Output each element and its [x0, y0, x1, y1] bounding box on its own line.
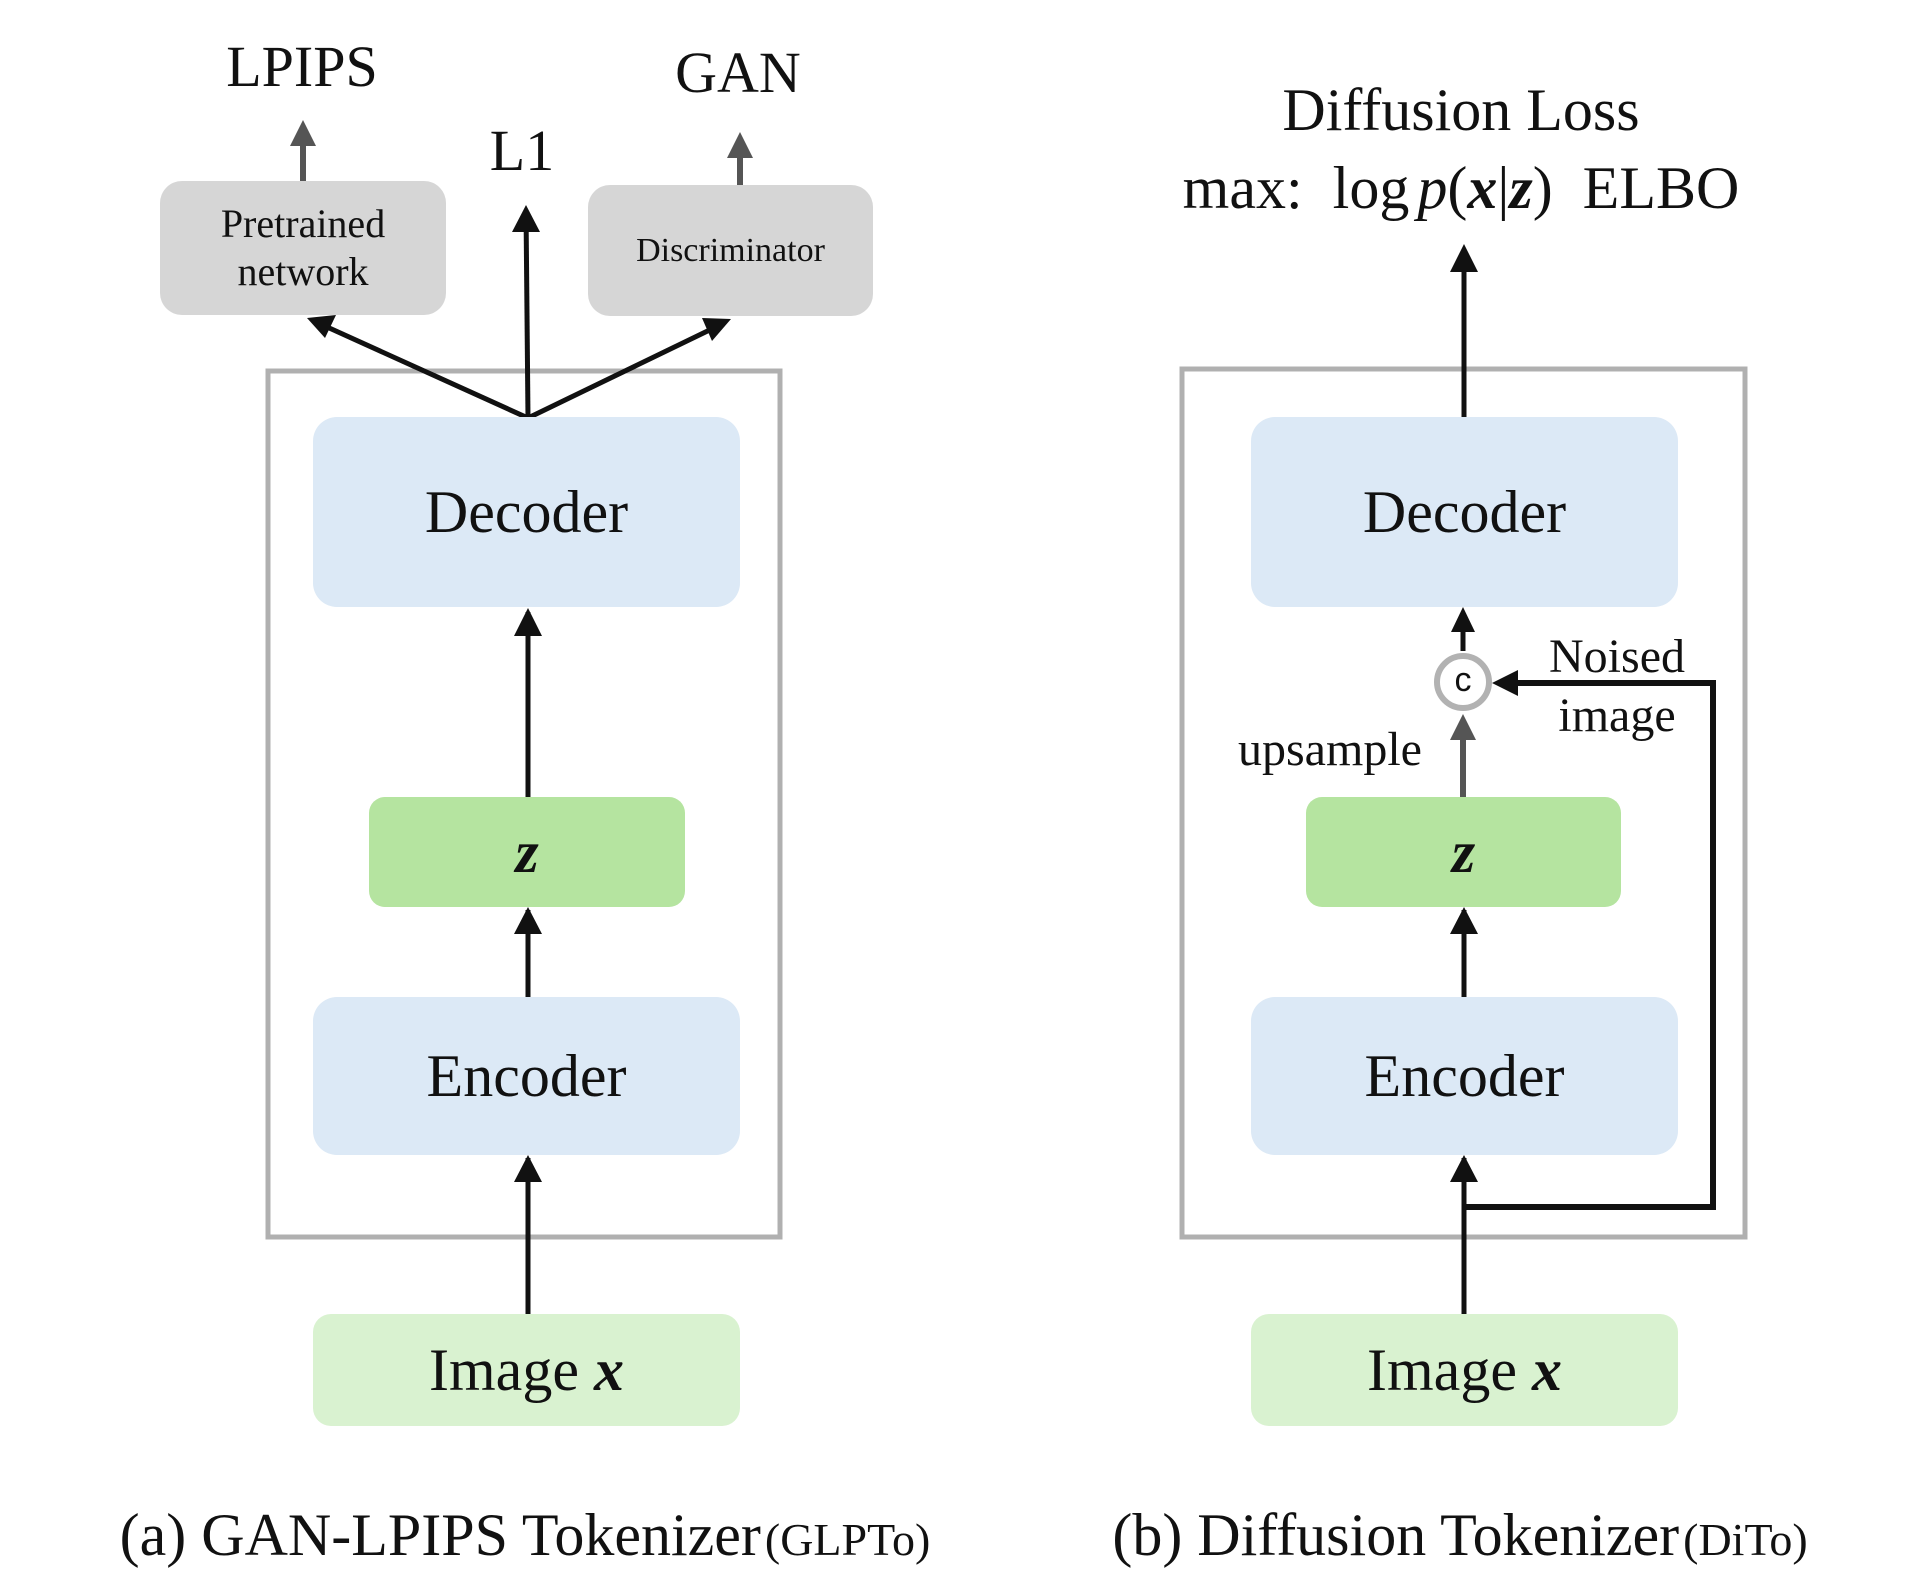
objective-log: log [1332, 155, 1410, 221]
diffusion-loss-title: Diffusion Loss [1282, 77, 1640, 143]
latent-label-a: z [515, 818, 539, 885]
arrowhead-image-to-encoder-a [514, 1155, 542, 1182]
decoder-box-b: Decoder [1251, 417, 1678, 607]
image-input-label-a: Image [429, 1336, 579, 1403]
decoder-label-a: Decoder [424, 478, 629, 545]
arrowhead-pretrained [307, 315, 336, 338]
objective-close: ) [1532, 155, 1553, 221]
arrowhead-image-to-encoder-b [1450, 1155, 1478, 1182]
arrowhead-encoder-to-latent-a [514, 907, 542, 934]
arrowhead-l1 [512, 205, 540, 232]
caption-b-main: (b) Diffusion Tokenizer [1112, 1502, 1680, 1568]
objective-open: ( [1447, 155, 1468, 221]
objective-x: x [1467, 155, 1498, 221]
decoder-label-b: Decoder [1362, 478, 1567, 545]
encoder-label-a: Encoder [426, 1042, 627, 1109]
caption-a-main: (a) GAN-LPIPS Tokenizer [119, 1502, 761, 1568]
encoder-label-b: Encoder [1364, 1042, 1565, 1109]
arrow-noised-image-path [1464, 680, 1716, 1210]
arrowhead-diffusion-loss [1450, 244, 1478, 272]
arrowhead-upsample [1450, 714, 1476, 740]
discriminator-label: Discriminator [636, 231, 825, 269]
panel-b-arrows [1450, 244, 1716, 1314]
caption-a: (a) GAN-LPIPS Tokenizer (GLPTo) [120, 1505, 931, 1565]
pretrained-network-box: Pretrained network [160, 181, 446, 315]
noised-image-label: Noised image [1549, 628, 1685, 745]
objective-bar: | [1497, 155, 1510, 221]
encoder-box-b: Encoder [1251, 997, 1678, 1155]
concat-symbol: c [1454, 660, 1472, 699]
latent-label-b: z [1451, 818, 1476, 885]
arrow-decoder-to-pretrained [314, 319, 530, 421]
caption-b-abbr: (DiTo) [1683, 1514, 1808, 1565]
arrow-decoder-to-l1 [523, 209, 531, 419]
image-input-box-b: Image x [1251, 1314, 1678, 1426]
loss-lpips-label: LPIPS [226, 34, 378, 99]
arrowhead-encoder-to-latent-b [1450, 907, 1478, 934]
objective-prefix: max: [1182, 155, 1303, 221]
image-input-var-a: x [593, 1336, 624, 1403]
caption-a-abbr: (GLPTo) [764, 1514, 931, 1565]
pretrained-network-line1: Pretrained [220, 201, 386, 246]
arrowhead-lpips [290, 120, 316, 146]
image-input-box-a: Image x [313, 1314, 740, 1426]
image-input-label-b: Image [1367, 1336, 1517, 1403]
noised-image-line2: image [1558, 688, 1676, 742]
concat-node: c [1434, 653, 1492, 711]
arrow-decoder-to-discriminator [526, 321, 724, 421]
arrowhead-gan [727, 132, 753, 158]
noised-image-line1: Noised [1549, 630, 1685, 683]
objective-z: z [1509, 155, 1533, 221]
caption-b: (b) Diffusion Tokenizer (DiTo) [1112, 1505, 1807, 1565]
loss-gan-label: GAN [675, 40, 801, 105]
discriminator-box: Discriminator [588, 185, 873, 316]
encoder-box-a: Encoder [313, 997, 740, 1155]
arrowhead-concat-to-decoder [1451, 607, 1475, 632]
objective-p: p [1417, 155, 1448, 221]
latent-box-a: z [369, 797, 685, 907]
loss-l1-label: L1 [489, 118, 555, 183]
arrowhead-noised-image [1492, 670, 1518, 696]
frame-a [265, 368, 783, 1240]
decoder-box-a: Decoder [313, 417, 740, 607]
objective-suffix: ELBO [1582, 155, 1740, 221]
panel-a-arrows [290, 120, 753, 1314]
arrowhead-latent-to-decoder-a [514, 608, 542, 636]
upsample-label: upsample [1238, 723, 1422, 776]
latent-box-b: z [1306, 797, 1621, 907]
pretrained-network-line2: network [237, 249, 369, 294]
arrowhead-discriminator [702, 318, 731, 341]
image-input-var-b: x [1531, 1336, 1562, 1403]
